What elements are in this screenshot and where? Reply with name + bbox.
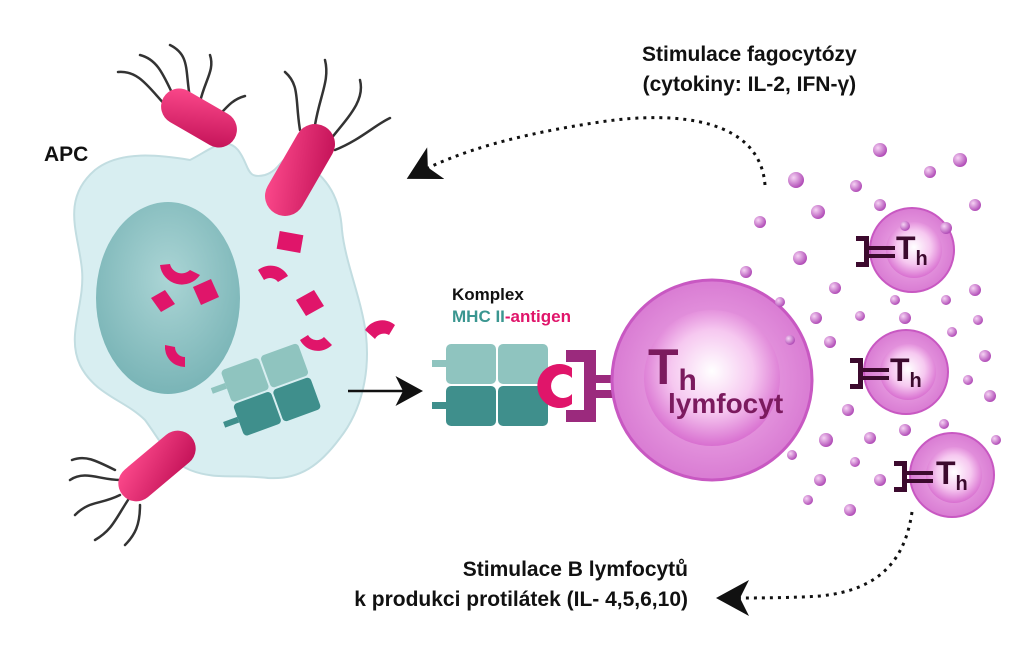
antigen-text: -antigen [504, 307, 571, 326]
b-lymphocyte-label: Stimulace B lymfocytů k produkci protilá… [268, 555, 688, 615]
phagocytosis-line2: (cytokiny: IL-2, IFN-γ) [642, 73, 857, 96]
phagocytosis-line1: Stimulace fagocytózy [642, 43, 857, 66]
cytokine-particles [740, 143, 1001, 516]
lymfocyt-label: lymfocyt [668, 388, 784, 419]
th-small-symbol-2: Th [890, 352, 922, 392]
th-cell-small-1 [856, 207, 955, 293]
antigen-fragments [151, 231, 395, 368]
complex-label: Komplex MHC II-antigen [452, 284, 571, 328]
mhc-antigen-complex [432, 344, 572, 426]
bacterium-bottom-left [68, 430, 196, 547]
b-lymphocyte-arrow [716, 511, 914, 616]
bacterium-top [265, 58, 392, 216]
apc-label: APC [44, 143, 89, 166]
th-lymphocyte-nucleus [644, 310, 780, 446]
th-cell-small-3 [894, 432, 995, 518]
complex-subtitle: MHC II-antigen [452, 306, 571, 328]
b-lymphocyte-line2: k produkci protilátek (IL- 4,5,6,10) [354, 588, 688, 611]
th-cell-small-2 [850, 329, 949, 415]
bacterium-top-left [116, 43, 247, 148]
b-lymphocyte-line1: Stimulace B lymfocytů [462, 558, 688, 581]
fagocytosis-arrow [406, 116, 767, 186]
complex-title: Komplex [452, 285, 524, 304]
th-small-symbol-3: Th [936, 455, 968, 495]
mhc-text: MHC II [452, 307, 505, 326]
apc-internal-mhc [210, 343, 321, 436]
th-big-symbol: Th [648, 339, 697, 397]
phagocytosis-label: Stimulace fagocytózy (cytokiny: IL-2, IF… [642, 40, 857, 100]
th-small-symbol-1: Th [896, 230, 928, 270]
